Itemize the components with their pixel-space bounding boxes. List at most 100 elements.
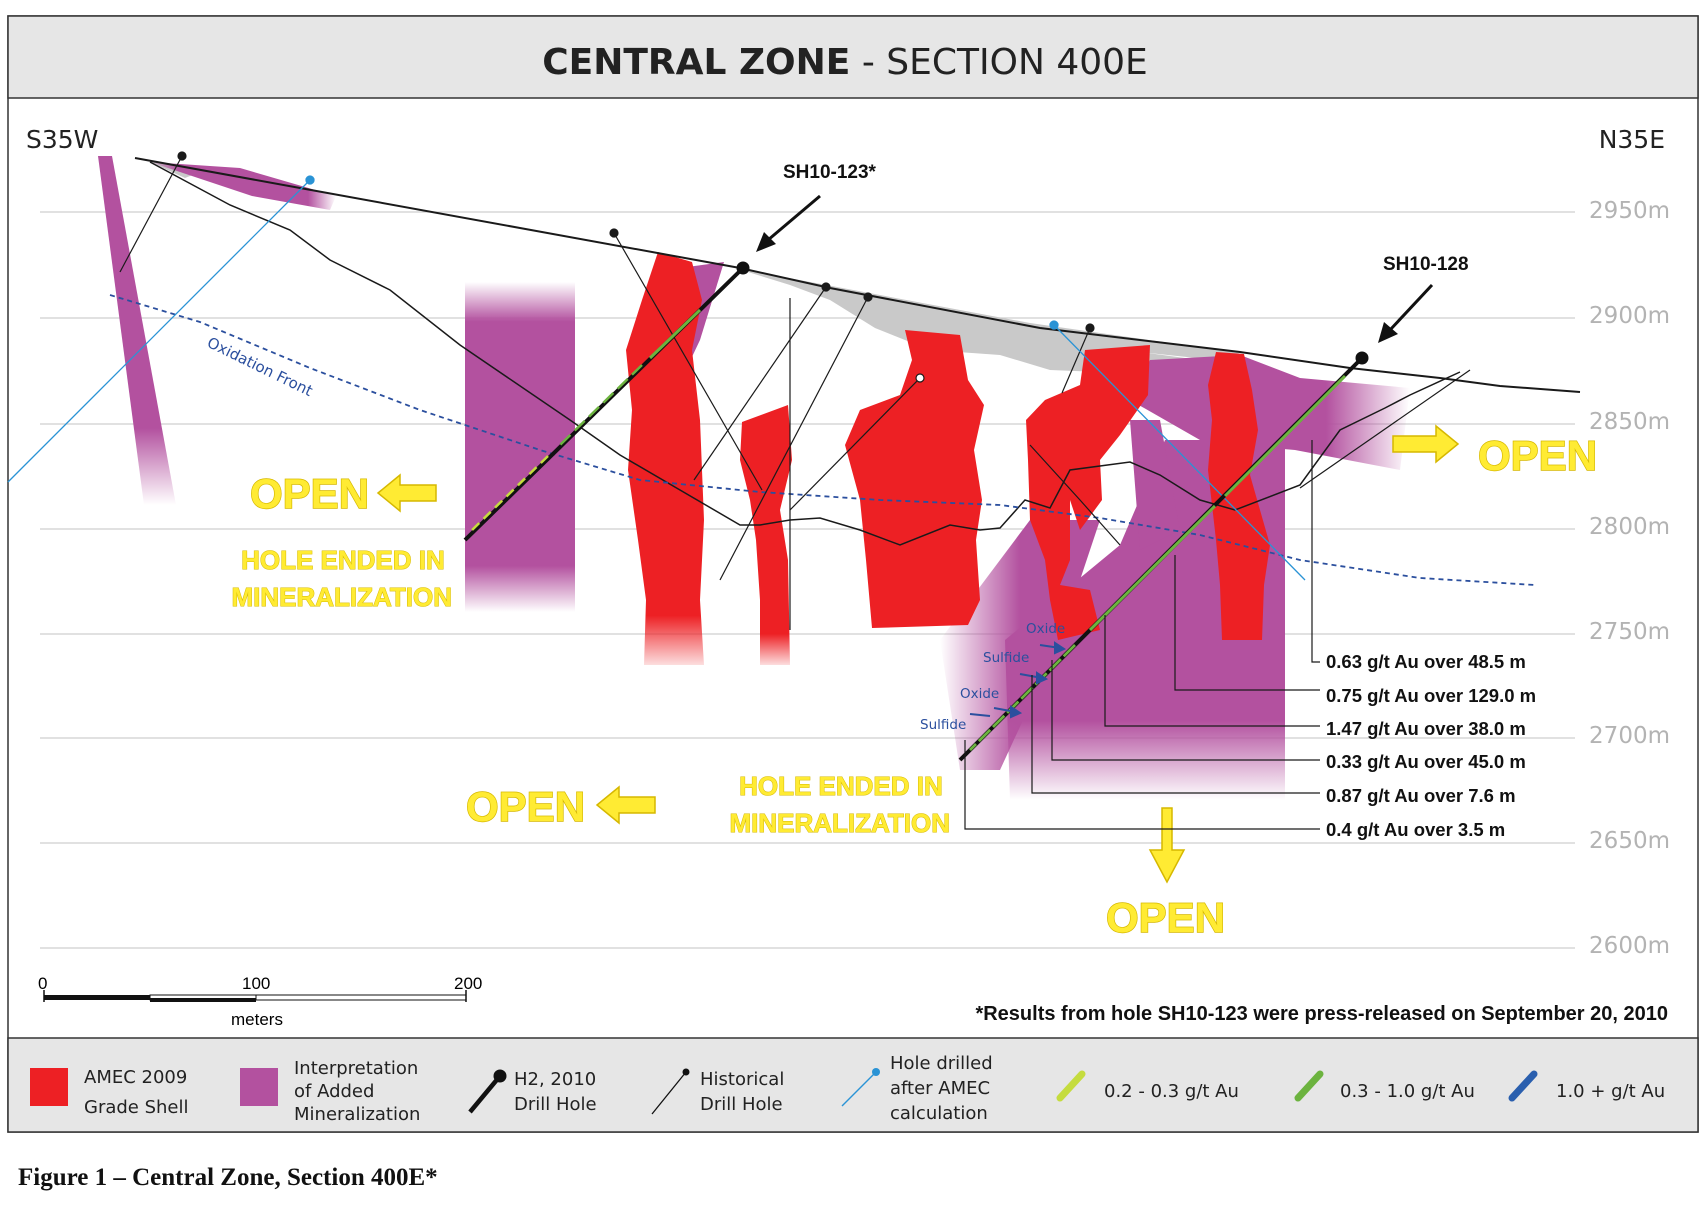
open-marker-east: OPEN <box>1392 424 1598 480</box>
post-amec-hole <box>7 179 311 483</box>
footnote: *Results from hole SH10-123 were press-r… <box>975 1003 1668 1025</box>
post-amec-hole <box>1053 324 1306 581</box>
svg-text:0.2 - 0.3 g/t Au: 0.2 - 0.3 g/t Au <box>1104 1081 1239 1102</box>
historical-hole <box>789 377 921 511</box>
historical-hole <box>1061 327 1091 394</box>
svg-text:100: 100 <box>242 974 270 993</box>
svg-text:OPEN: OPEN <box>466 783 585 830</box>
purple-body-east-upper <box>1130 355 1410 470</box>
open-marker-down: OPEN <box>1105 807 1226 942</box>
elev-label: 2850m <box>1589 409 1670 435</box>
assay-result: 0.4 g/t Au over 3.5 m <box>1326 819 1505 840</box>
assay-result: 0.75 g/t Au over 129.0 m <box>1326 685 1536 706</box>
figure-caption: Figure 1 – Central Zone, Section 400E* <box>18 1164 438 1191</box>
grade-shells <box>626 252 1270 665</box>
historical-hole-curve <box>1029 444 1121 546</box>
svg-text:0.3 - 1.0 g/t Au: 0.3 - 1.0 g/t Au <box>1340 1081 1475 1102</box>
svg-text:OPEN: OPEN <box>1106 894 1225 941</box>
svg-text:meters: meters <box>231 1010 283 1029</box>
historical-collar <box>863 292 873 302</box>
assay-result: 0.33 g/t Au over 45.0 m <box>1326 751 1526 772</box>
ended-mineralization-west: HOLE ENDED IN MINERALIZATION <box>232 545 453 612</box>
elevation-gridlines <box>40 211 1575 949</box>
assay-results: 0.63 g/t Au over 48.5 m 0.75 g/t Au over… <box>1326 651 1536 840</box>
historical-hole <box>119 155 183 273</box>
legend-grade-mid: 0.3 - 1.0 g/t Au <box>1294 1070 1475 1102</box>
orientation-right: N35E <box>1599 125 1665 154</box>
title-bar <box>7 15 1699 99</box>
orientation-left: S35W <box>26 125 98 154</box>
sh10-128-collar <box>1355 351 1369 365</box>
historical-collar <box>1085 323 1095 333</box>
open-marker-south-west: OPEN <box>465 782 656 831</box>
post-amec-drill-holes <box>7 175 1306 581</box>
post-amec-collar <box>1049 320 1059 330</box>
oxidation-front-line <box>109 294 1536 586</box>
assay-leaders <box>964 440 1320 830</box>
open-marker-west: OPEN <box>249 469 437 518</box>
historical-collar-open <box>915 373 925 383</box>
assay-result: 0.63 g/t Au over 48.5 m <box>1326 651 1526 672</box>
pointer-arrow-sh10-128 <box>1378 283 1434 343</box>
scale-bar: 0 100 200 meters <box>38 974 482 1029</box>
elevation-labels: 2950m 2900m 2850m 2800m 2750m 2700m 2650… <box>1589 198 1670 959</box>
grade-shell-e <box>1208 352 1270 640</box>
legend-grade-low: 0.2 - 0.3 g/t Au <box>1056 1070 1239 1102</box>
svg-text:Oxide: Oxide <box>1026 621 1065 637</box>
sh10-123-collar <box>736 261 750 275</box>
grade-shell-d <box>1026 345 1150 640</box>
elev-label: 2900m <box>1589 303 1670 329</box>
page-title: CENTRAL ZONE - SECTION 400E <box>542 42 1148 83</box>
purple-body-tongue <box>1130 420 1180 550</box>
label-sh10-128: SH10-128 <box>1383 254 1469 275</box>
elev-label: 2800m <box>1589 514 1670 540</box>
historical-hole <box>719 296 869 581</box>
purple-body-top-lens <box>150 162 336 210</box>
svg-text:Oxide: Oxide <box>960 686 999 702</box>
legend-bar <box>7 1037 1699 1133</box>
post-amec-collar <box>305 175 315 185</box>
purple-body-left-dike <box>98 156 176 505</box>
topography-line <box>134 157 1581 393</box>
grade-shell-c <box>845 330 984 628</box>
grade-shell-b <box>740 405 792 665</box>
label-sh10-123: SH10-123* <box>783 162 877 183</box>
drill-hole-sh10-123 <box>463 261 750 542</box>
legend-grade-high: 1.0 + g/t Au <box>1508 1070 1665 1102</box>
svg-text:OPEN: OPEN <box>1478 432 1597 479</box>
svg-text:Sulfide: Sulfide <box>920 717 966 733</box>
ended-mineralization-south: HOLE ENDED IN MINERALIZATION <box>730 771 951 838</box>
historical-hole-east <box>1299 369 1471 489</box>
svg-text:200: 200 <box>454 974 482 993</box>
drill-hole-sh10-128 <box>958 351 1369 762</box>
svg-text:0: 0 <box>38 974 47 993</box>
assay-result: 0.87 g/t Au over 7.6 m <box>1326 785 1516 806</box>
historical-collar <box>177 151 187 161</box>
elev-label: 2600m <box>1589 933 1670 959</box>
svg-text:OPEN: OPEN <box>250 470 369 517</box>
pointer-arrow-sh10-123 <box>756 194 821 252</box>
svg-text:1.0 + g/t Au: 1.0 + g/t Au <box>1556 1081 1665 1102</box>
historical-collar <box>821 282 831 292</box>
elev-label: 2750m <box>1589 619 1670 645</box>
historical-drill-holes <box>119 151 1095 630</box>
assay-result: 1.47 g/t Au over 38.0 m <box>1326 718 1526 739</box>
purple-body-column-west <box>465 282 575 612</box>
historical-collar <box>609 228 619 238</box>
lithology-contact-line <box>149 161 1461 546</box>
svg-text:Sulfide: Sulfide <box>983 650 1029 666</box>
oxide-sulfide-annotations: Oxide Sulfide Oxide Sulfide <box>920 621 1067 733</box>
elev-label: 2650m <box>1589 828 1670 854</box>
historical-hole <box>693 286 827 481</box>
